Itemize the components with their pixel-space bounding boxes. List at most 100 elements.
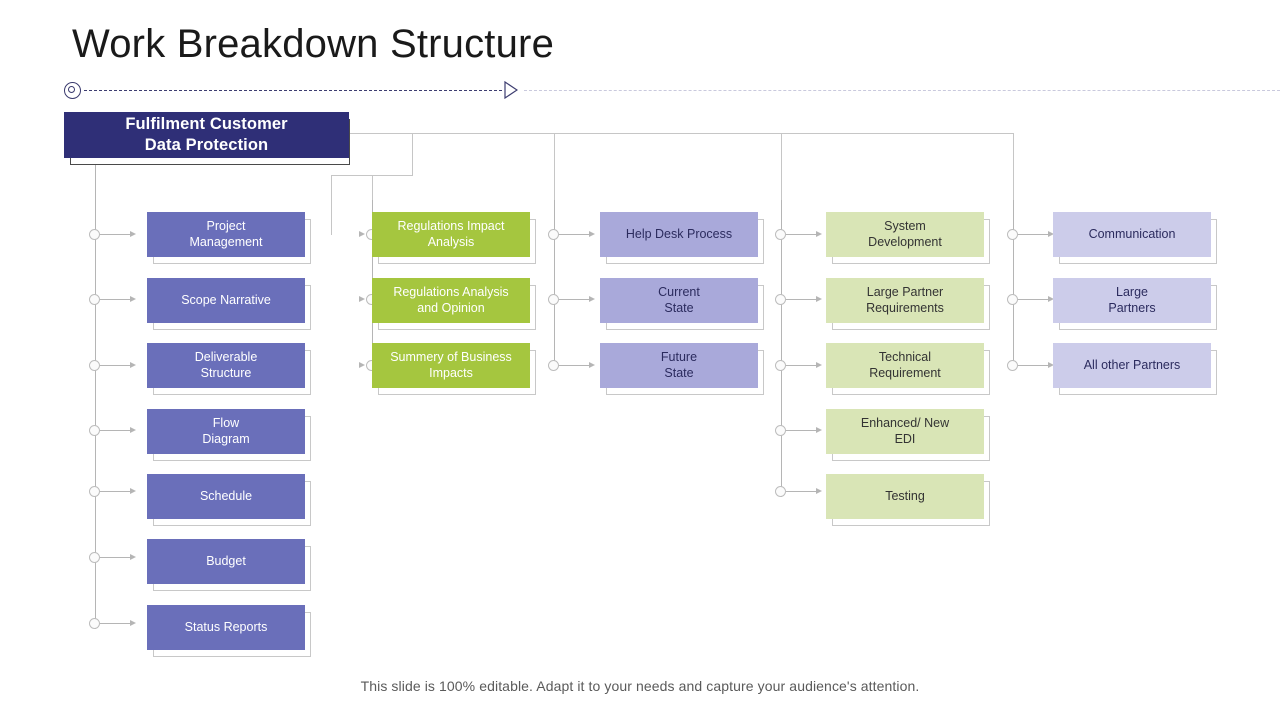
connector-dot — [89, 425, 100, 436]
task-face: Large Partners — [1053, 278, 1211, 323]
task-regulations-impact-analysis[interactable]: Regulations Impact Analysis — [372, 212, 536, 264]
triangle-arrow-icon — [504, 81, 518, 99]
trunk-horizontal-main — [349, 133, 1014, 134]
task-current-state[interactable]: Current State — [600, 278, 764, 330]
footer-note: This slide is 100% editable. Adapt it to… — [360, 678, 920, 694]
task-line2: Structure — [200, 365, 252, 380]
task-regulations-analysis-and-opinion[interactable]: Regulations Analysis and Opinion — [372, 278, 536, 330]
connector-arm — [100, 234, 130, 235]
task-face: Testing — [826, 474, 984, 519]
task-budget[interactable]: Budget — [147, 539, 311, 591]
connector-arrowhead — [1048, 296, 1054, 302]
divider-dashed-right — [524, 90, 1280, 91]
root-node-fulfilment-customer-data-protection[interactable]: Fulfilment Customer Data Protection — [64, 112, 349, 158]
connector-arrowhead — [130, 620, 136, 626]
task-line1: Communication — [1088, 226, 1176, 241]
connector-arrowhead — [589, 362, 595, 368]
connector-dot — [1007, 360, 1018, 371]
connector-dot — [775, 229, 786, 240]
task-face: Status Reports — [147, 605, 305, 650]
task-testing[interactable]: Testing — [826, 474, 990, 526]
task-line2: State — [664, 365, 694, 380]
task-flow-diagram[interactable]: Flow Diagram — [147, 409, 311, 461]
connector-dot — [775, 486, 786, 497]
connector-arm — [100, 365, 130, 366]
connector-arm — [559, 365, 589, 366]
connector-arrowhead — [589, 231, 595, 237]
task-technical-requirement[interactable]: Technical Requirement — [826, 343, 990, 395]
task-system-development[interactable]: System Development — [826, 212, 990, 264]
task-line1: Regulations Impact — [397, 219, 505, 233]
connector-dot — [775, 360, 786, 371]
task-face: System Development — [826, 212, 984, 257]
connector-dot — [89, 486, 100, 497]
connector-dot — [89, 618, 100, 629]
task-scope-narrative[interactable]: Scope Narrative — [147, 278, 311, 330]
task-line1: Budget — [206, 553, 246, 568]
task-line2: Requirements — [866, 300, 944, 315]
task-face: Future State — [600, 343, 758, 388]
task-line1: Enhanced/ New — [860, 416, 950, 430]
trunk-col-5 — [1013, 200, 1014, 370]
connector-arm — [786, 234, 816, 235]
connector-arm — [100, 623, 130, 624]
task-schedule[interactable]: Schedule — [147, 474, 311, 526]
connector-arrowhead — [589, 296, 595, 302]
connector-dot — [775, 425, 786, 436]
task-line2: Partners — [1108, 300, 1156, 315]
trunk-col-1 — [95, 163, 96, 629]
connector-arrowhead — [816, 231, 822, 237]
connector-arm — [100, 299, 130, 300]
task-enhanced-new-edi[interactable]: Enhanced/ New EDI — [826, 409, 990, 461]
task-help-desk-process[interactable]: Help Desk Process — [600, 212, 764, 264]
task-line2: Requirement — [869, 365, 941, 380]
task-future-state[interactable]: Future State — [600, 343, 764, 395]
connector-arm — [786, 430, 816, 431]
connector-arrowhead — [130, 554, 136, 560]
task-face: Flow Diagram — [147, 409, 305, 454]
connector-arrowhead — [816, 362, 822, 368]
task-line2: EDI — [894, 431, 916, 446]
task-face: Large Partner Requirements — [826, 278, 984, 323]
root-node-line1: Fulfilment Customer — [125, 115, 288, 133]
connector-arrowhead — [359, 362, 365, 368]
task-line1: System — [884, 219, 926, 233]
task-large-partner-requirements[interactable]: Large Partner Requirements — [826, 278, 990, 330]
task-line2: Diagram — [202, 431, 250, 446]
connector-arrowhead — [130, 488, 136, 494]
connector-dot — [1007, 229, 1018, 240]
page-title: Work Breakdown Structure — [72, 22, 555, 66]
task-all-other-partners[interactable]: All other Partners — [1053, 343, 1217, 395]
connector-arrowhead — [130, 231, 136, 237]
task-face: Technical Requirement — [826, 343, 984, 388]
task-line1: Large — [1116, 285, 1148, 299]
double-ring-icon — [64, 82, 81, 99]
task-face: Current State — [600, 278, 758, 323]
root-node-line2: Data Protection — [144, 136, 269, 154]
task-line1: Technical — [878, 350, 932, 364]
trunk-col-4 — [781, 200, 782, 497]
task-communication[interactable]: Communication — [1053, 212, 1217, 264]
trunk-riser-col-4 — [781, 133, 782, 238]
task-face: Schedule — [147, 474, 305, 519]
task-large-partners[interactable]: Large Partners — [1053, 278, 1217, 330]
connector-arm — [559, 299, 589, 300]
task-status-reports[interactable]: Status Reports — [147, 605, 311, 657]
connector-dot — [548, 229, 559, 240]
task-line1: Help Desk Process — [625, 226, 733, 241]
connector-arm — [1018, 365, 1048, 366]
task-line1: All other Partners — [1083, 357, 1181, 372]
task-deliverable-structure[interactable]: Deliverable Structure — [147, 343, 311, 395]
trunk-riser-col-3 — [554, 133, 555, 238]
task-project-management[interactable]: Project Management — [147, 212, 311, 264]
task-line1: Deliverable — [194, 350, 258, 364]
connector-arrowhead — [130, 362, 136, 368]
connector-arrowhead — [1048, 362, 1054, 368]
connector-arrowhead — [130, 296, 136, 302]
task-face: Regulations Impact Analysis — [372, 212, 530, 257]
divider-dashed-left — [84, 90, 502, 91]
connector-dot — [89, 229, 100, 240]
task-summery-of-business-impacts[interactable]: Summery of Business Impacts — [372, 343, 536, 395]
task-face: Regulations Analysis and Opinion — [372, 278, 530, 323]
